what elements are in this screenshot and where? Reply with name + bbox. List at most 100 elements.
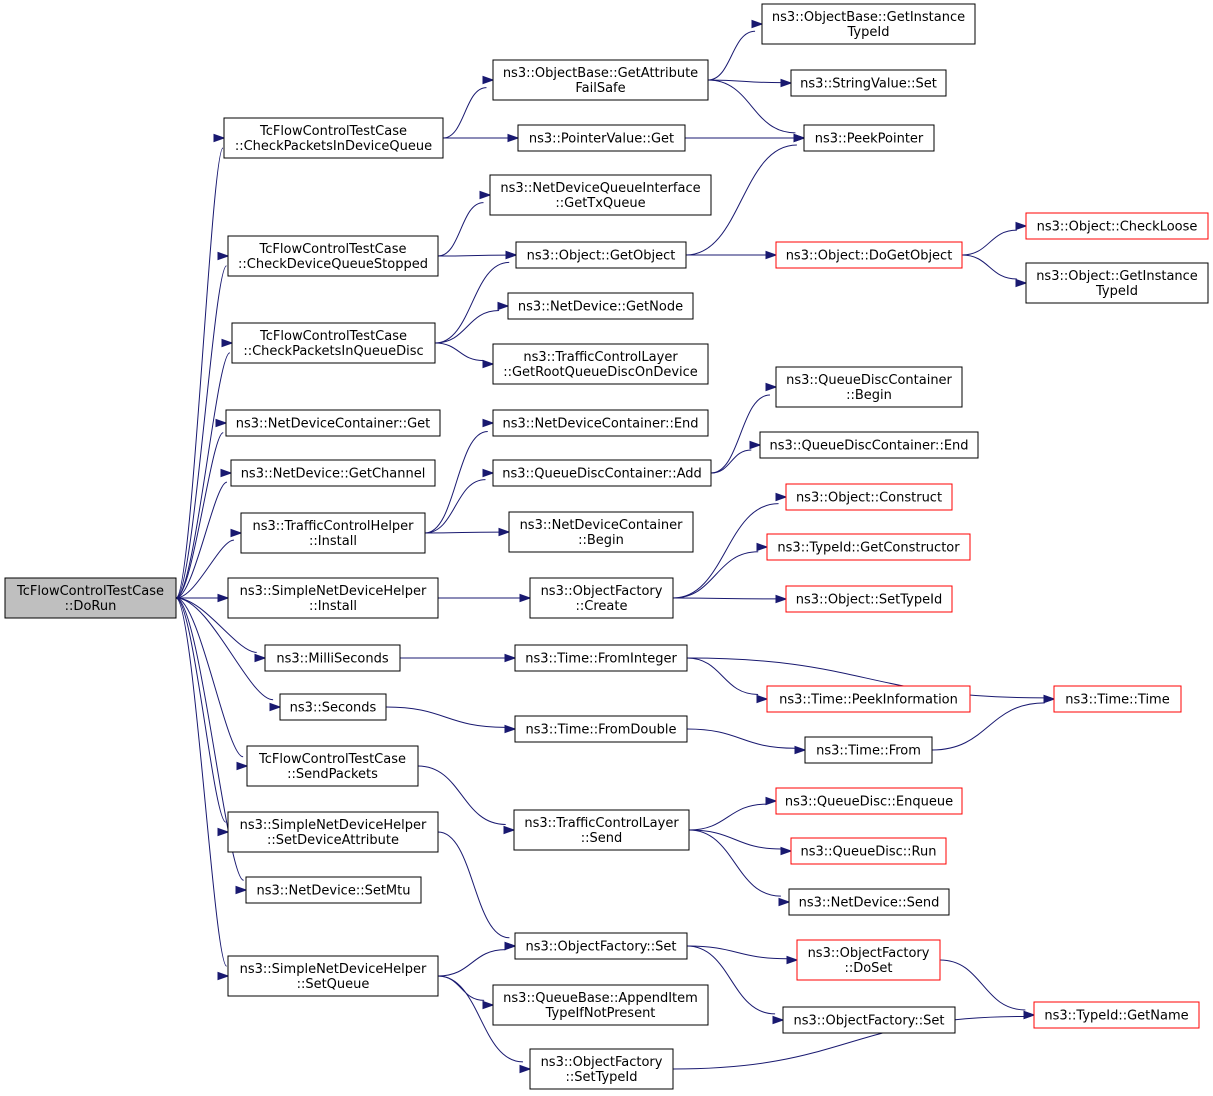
node-label: ::DoSet xyxy=(844,961,892,976)
node-label: ::GetTxQueue xyxy=(555,196,645,211)
edge-arrowhead xyxy=(780,78,793,88)
node-label: ::CheckDeviceQueueStopped xyxy=(238,257,428,272)
node-label: ns3::NetDevice::SetMtu xyxy=(257,884,411,899)
edge-arrowhead xyxy=(497,301,510,311)
node-label: ns3::Time::From xyxy=(816,744,921,759)
node-nd_getnode[interactable]: ns3::NetDevice::GetNode xyxy=(507,292,694,320)
node-sendpackets[interactable]: TcFlowControlTestCase::SendPackets xyxy=(246,745,419,787)
node-nd_send[interactable]: ns3::NetDevice::Send xyxy=(788,888,950,916)
node-tcl_getroot[interactable]: ns3::TrafficControlLayer::GetRootQueueDi… xyxy=(492,343,709,385)
edge-arrowhead xyxy=(504,653,517,663)
node-label: ns3::Time::PeekInformation xyxy=(779,693,958,708)
node-qdc_begin[interactable]: ns3::QueueDiscContainer::Begin xyxy=(775,366,963,408)
node-qdc_end[interactable]: ns3::QueueDiscContainer::End xyxy=(759,431,979,459)
edge-time_from-to-time_time xyxy=(931,702,1045,751)
node-nd_getchannel[interactable]: ns3::NetDevice::GetChannel xyxy=(230,459,436,487)
node-nd_setmtu[interactable]: ns3::NetDevice::SetMtu xyxy=(245,876,422,904)
edge-of_set-to-of_set2 xyxy=(686,945,776,1015)
node-of_set[interactable]: ns3::ObjectFactory::Set xyxy=(514,932,688,960)
edge-arrowhead xyxy=(217,251,230,261)
node-obj_construct[interactable]: ns3::Object::Construct xyxy=(785,483,953,511)
node-label: ns3::Seconds xyxy=(290,701,377,716)
edge-time_fromint-to-time_time xyxy=(686,657,1045,699)
node-obj_checkloose[interactable]: ns3::Object::CheckLoose xyxy=(1025,212,1209,240)
node-of_set2[interactable]: ns3::ObjectFactory::Set xyxy=(782,1006,956,1034)
node-time_time[interactable]: ns3::Time::Time xyxy=(1053,685,1182,713)
edge-ob_getattr-to-peekpointer xyxy=(707,79,796,134)
edge-arrowhead xyxy=(213,133,226,143)
node-seconds[interactable]: ns3::Seconds xyxy=(279,693,387,721)
node-label: ns3::ObjectBase::GetInstance xyxy=(772,10,965,25)
edge-arrowhead xyxy=(765,796,778,806)
node-box xyxy=(1025,212,1209,240)
edge-arrowhead xyxy=(230,528,243,538)
node-milliseconds[interactable]: ns3::MilliSeconds xyxy=(264,644,401,672)
node-sv_set[interactable]: ns3::StringValue::Set xyxy=(790,69,947,97)
edge-sndh_setdevattr-to-of_set xyxy=(437,831,510,939)
node-label: ns3::Time::FromDouble xyxy=(526,723,677,738)
node-time_fromint[interactable]: ns3::Time::FromInteger xyxy=(514,644,688,672)
node-label: ::Install xyxy=(309,599,357,614)
node-label: ns3::PeekPointer xyxy=(815,132,924,147)
node-box xyxy=(775,366,963,408)
node-ndc_end[interactable]: ns3::NetDeviceContainer::End xyxy=(492,409,709,437)
node-check_dev_q_stopped[interactable]: TcFlowControlTestCase::CheckDeviceQueueS… xyxy=(227,235,439,277)
node-obj_getobject[interactable]: ns3::Object::GetObject xyxy=(515,241,687,269)
node-label: ns3::NetDeviceContainer::Get xyxy=(236,417,431,432)
edge-arrowhead xyxy=(794,745,807,755)
edge-arrowhead xyxy=(1015,221,1028,231)
edge-arrowhead xyxy=(482,1000,495,1010)
edge-sndh_setqueue-to-of_set xyxy=(437,949,506,977)
node-qd_enqueue[interactable]: ns3::QueueDisc::Enqueue xyxy=(775,787,963,815)
edge-arrowhead xyxy=(236,761,249,771)
edge-arrowhead xyxy=(1043,694,1056,704)
edge-arrowhead xyxy=(775,492,788,502)
node-obj_dogetobject[interactable]: ns3::Object::DoGetObject xyxy=(775,241,963,269)
node-box xyxy=(513,809,690,851)
edge-of_settypeid-to-tid_getname xyxy=(672,1015,1025,1070)
node-qd_run[interactable]: ns3::QueueDisc::Run xyxy=(790,837,947,865)
node-label: ::Send xyxy=(581,831,623,846)
node-qdc_add[interactable]: ns3::QueueDiscContainer::Add xyxy=(492,459,712,487)
node-of_create[interactable]: ns3::ObjectFactory::Create xyxy=(529,577,674,619)
node-label: TcFlowControlTestCase xyxy=(259,124,407,139)
node-time_peekinfo[interactable]: ns3::Time::PeekInformation xyxy=(766,685,971,713)
node-qb_append[interactable]: ns3::QueueBase::AppendItemTypeIfNotPrese… xyxy=(492,984,709,1026)
node-label: ns3::Object::GetObject xyxy=(527,249,676,264)
node-sndh_setqueue[interactable]: ns3::SimpleNetDeviceHelper::SetQueue xyxy=(227,955,439,997)
node-label: ::CheckPacketsInDeviceQueue xyxy=(235,139,432,154)
node-box xyxy=(517,124,686,152)
node-check_dev_q[interactable]: TcFlowControlTestCase::CheckPacketsInDev… xyxy=(223,117,444,159)
node-label: ns3::MilliSeconds xyxy=(276,652,389,667)
edge-tcl_send-to-qd_enqueue xyxy=(688,803,767,831)
node-sndh_setdevattr[interactable]: ns3::SimpleNetDeviceHelper::SetDeviceAtt… xyxy=(227,811,439,853)
node-time_from[interactable]: ns3::Time::From xyxy=(804,736,933,764)
node-of_settypeid[interactable]: ns3::ObjectFactory::SetTypeId xyxy=(529,1048,674,1090)
node-obj_settypeid[interactable]: ns3::Object::SetTypeId xyxy=(785,585,953,613)
edge-arrowhead xyxy=(519,593,532,603)
edge-arrowhead xyxy=(503,825,516,835)
node-ndc_begin[interactable]: ns3::NetDeviceContainer::Begin xyxy=(508,511,694,553)
node-of_doset[interactable]: ns3::ObjectFactory::DoSet xyxy=(796,939,941,981)
node-time_fromdouble[interactable]: ns3::Time::FromDouble xyxy=(514,715,688,743)
node-sndh_install[interactable]: ns3::SimpleNetDeviceHelper::Install xyxy=(227,577,439,619)
edge-arrowhead xyxy=(765,250,778,260)
node-tcl_send[interactable]: ns3::TrafficControlLayer::Send xyxy=(513,809,690,851)
node-pv_get[interactable]: ns3::PointerValue::Get xyxy=(517,124,686,152)
edge-of_set-to-of_doset xyxy=(686,945,788,960)
node-ndc_get[interactable]: ns3::NetDeviceContainer::Get xyxy=(225,409,441,437)
node-box xyxy=(529,1048,674,1090)
node-tch_install[interactable]: ns3::TrafficControlHelper::Install xyxy=(240,512,426,554)
node-box xyxy=(1033,1001,1200,1029)
node-box xyxy=(796,939,941,981)
node-check_qdisc[interactable]: TcFlowControlTestCase::CheckPacketsInQue… xyxy=(231,322,436,364)
node-tid_getconstructor[interactable]: ns3::TypeId::GetConstructor xyxy=(766,533,971,561)
node-ndqi_gettxq[interactable]: ns3::NetDeviceQueueInterface::GetTxQueue xyxy=(489,174,712,216)
node-peekpointer[interactable]: ns3::PeekPointer xyxy=(803,124,935,152)
node-label: ns3::NetDevice::GetNode xyxy=(518,300,683,315)
node-dorun[interactable]: TcFlowControlTestCase::DoRun xyxy=(4,577,177,619)
node-tid_getname[interactable]: ns3::TypeId::GetName xyxy=(1033,1001,1200,1029)
